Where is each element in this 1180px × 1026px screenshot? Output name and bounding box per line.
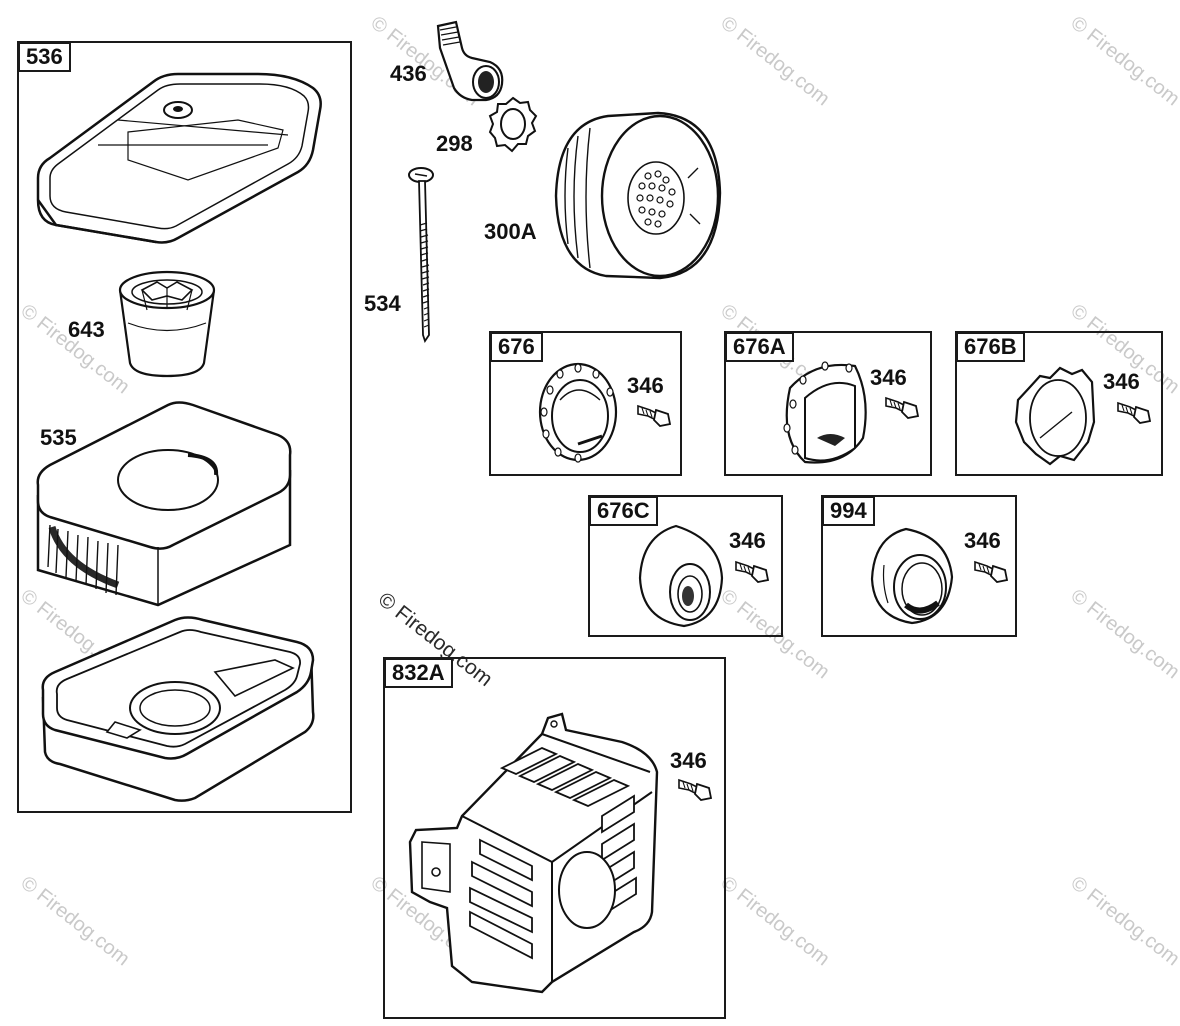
watermark: © Firedog.com (1066, 12, 1180, 111)
part-label-300a: 300A (484, 219, 537, 244)
hex-screw-illustration (1116, 397, 1152, 427)
hex-screw-illustration (677, 774, 713, 804)
part-label-346: 346 (729, 528, 766, 553)
air-cleaner-cover-illustration (28, 60, 328, 250)
box-tag: 832A (384, 658, 453, 688)
muffler-guard-box: 832A (383, 657, 726, 1019)
watermark: © Firedog.com (1066, 585, 1180, 684)
part-label-534: 534 (364, 291, 401, 316)
cover-676a-box: 676A (724, 331, 932, 476)
box-tag: 676A (725, 332, 794, 362)
hex-screw-illustration (973, 556, 1009, 586)
box-tag: 536 (18, 42, 71, 72)
part-label-535: 535 (40, 425, 77, 450)
cover-676b-box: 676B (955, 331, 1163, 476)
cover-676c-box: 676C (588, 495, 783, 637)
part-label-346: 346 (670, 748, 707, 773)
box-tag: 994 (822, 496, 875, 526)
spark-arrester-cover-676c-illustration (636, 522, 726, 630)
cover-676-box: 676 (489, 331, 682, 476)
lock-nut-illustration (488, 95, 538, 157)
exhaust-elbow-illustration (428, 18, 508, 104)
hex-screw-illustration (734, 556, 770, 586)
hex-screw-illustration (884, 392, 920, 422)
muffler-illustration (548, 108, 728, 283)
watermark: © Firedog.com (16, 872, 134, 971)
part-label-346: 346 (627, 373, 664, 398)
air-cleaner-box: 536 (17, 41, 352, 813)
muffler-guard-illustration (402, 712, 672, 1002)
box-tag: 676B (956, 332, 1025, 362)
box-tag: 676C (589, 496, 658, 526)
part-label-298: 298 (436, 131, 473, 156)
watermark: © Firedog.com (1066, 872, 1180, 971)
part-label-346: 346 (870, 365, 907, 390)
air-filter-insert-illustration (112, 268, 222, 380)
part-label-436: 436 (390, 61, 427, 86)
air-filter-element-illustration (28, 395, 298, 610)
part-label-346: 346 (964, 528, 1001, 553)
spark-arrester-cover-994-illustration (868, 525, 958, 627)
watermark: © Firedog.com (716, 12, 834, 111)
cover-994-box: 994 (821, 495, 1017, 637)
spark-arrester-cover-676a-illustration (775, 358, 875, 468)
spark-arrester-cover-676-illustration (530, 360, 620, 465)
hex-screw-illustration (636, 400, 672, 430)
spark-arrester-cover-676b-illustration (1010, 362, 1100, 467)
air-cleaner-base-illustration (35, 612, 320, 804)
watermark: © Firedog.com (716, 872, 834, 971)
long-bolt-illustration (405, 165, 445, 345)
box-tag: 676 (490, 332, 543, 362)
part-label-643: 643 (68, 317, 105, 342)
part-label-346: 346 (1103, 369, 1140, 394)
